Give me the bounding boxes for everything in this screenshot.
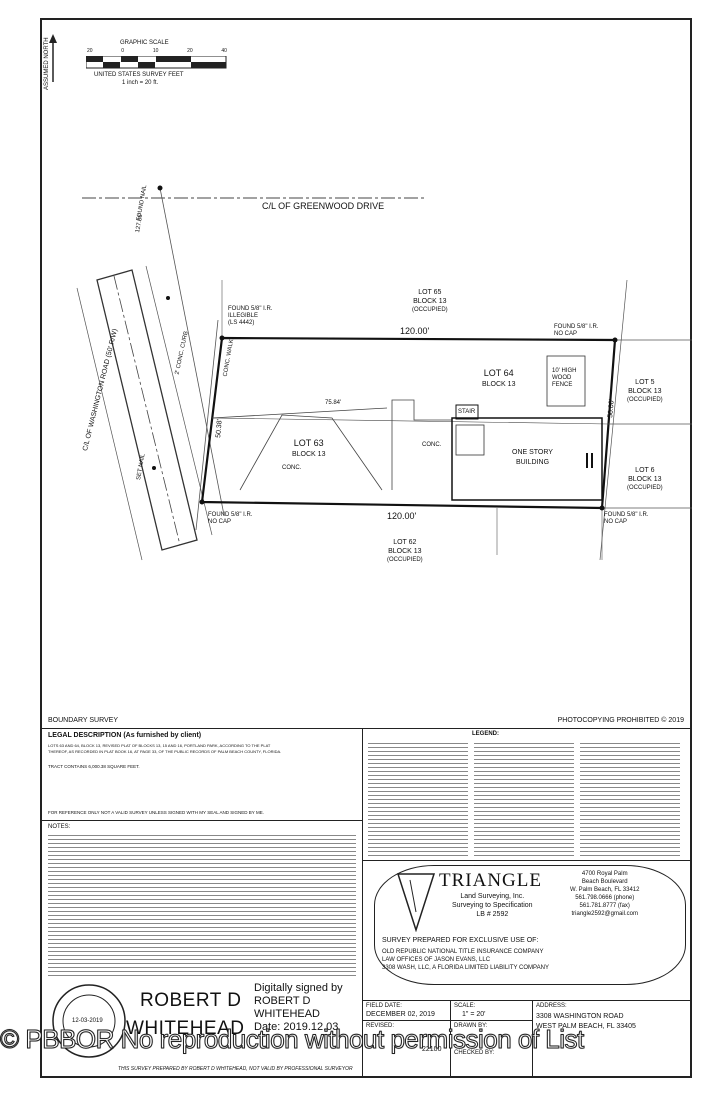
legend-column-3 bbox=[580, 740, 680, 856]
notes-text-block bbox=[48, 832, 356, 978]
company-name: TRIANGLE bbox=[439, 870, 542, 891]
title-block-divider bbox=[42, 728, 690, 729]
surveyor-name-line-2: WHITEHEAD bbox=[126, 1018, 245, 1039]
legend-heading: LEGEND: bbox=[472, 731, 499, 737]
surveyor-signature-box: 12-03-2019 ROBERT D WHITEHEAD Digitally … bbox=[48, 982, 360, 1076]
stair-label: STAIR bbox=[458, 409, 476, 415]
job-grid-v1 bbox=[450, 1000, 451, 1078]
field-date: DECEMBER 02, 2019 bbox=[366, 1011, 435, 1018]
surveyor-seal-icon bbox=[52, 984, 126, 1058]
prepared-for-heading: SURVEY PREPARED FOR EXCLUSIVE USE OF: bbox=[382, 937, 539, 944]
scale-value: 1" = 20' bbox=[462, 1011, 486, 1018]
company-subtitle: Land Surveying, Inc. Surveying to Specif… bbox=[452, 893, 533, 918]
scale-ratio-caption: 1 inch = 20 ft. bbox=[122, 80, 159, 86]
company-address: 4700 Royal Palm Beach Boulevard W. Palm … bbox=[570, 871, 640, 917]
surveyor-name-line-1: ROBERT D bbox=[140, 990, 242, 1011]
copyright-watermark: © PBBOR No reproduction without permissi… bbox=[0, 1024, 585, 1055]
tract-area: TRACT CONTAINS 6,000.38 SQUARE FEET. bbox=[48, 764, 140, 769]
scale-title: GRAPHIC SCALE bbox=[120, 40, 169, 46]
legend-column-2 bbox=[474, 740, 574, 856]
survey-plan bbox=[76, 185, 692, 561]
site-address: 3308 WASHINGTON ROAD WEST PALM BEACH, FL… bbox=[536, 1013, 636, 1030]
checked-by-label: CHECKED BY: bbox=[454, 1050, 495, 1056]
dimension-bottom: 120.00' bbox=[387, 511, 417, 521]
dimension-top: 120.00' bbox=[400, 326, 430, 336]
legal-heading: LEGAL DESCRIPTION (As furnished by clien… bbox=[48, 732, 202, 739]
site-address-label: ADDRESS: bbox=[536, 1003, 567, 1009]
legal-text-1: LOTS 63 AND 64, BLOCK 13, REVISED PLAT O… bbox=[48, 743, 271, 748]
found-bottom-left: FOUND 5/8" I.R.NO CAP bbox=[208, 512, 253, 525]
photocopy-notice: PHOTOCOPYING PROHIBITED © 2019 bbox=[557, 717, 684, 724]
drawn-by-label: DRAWN BY: bbox=[454, 1023, 488, 1029]
graphic-scale-bar bbox=[86, 56, 227, 69]
reference-note: FOR REFERENCE ONLY NOT A VALID SURVEY UN… bbox=[48, 810, 264, 815]
scale-unit-caption: UNITED STATES SURVEY FEET bbox=[94, 72, 184, 78]
found-top-right: FOUND 5/8" I.R.NO CAP bbox=[554, 324, 599, 337]
job-number: 22100 bbox=[422, 1046, 442, 1053]
field-date-label: FIELD DATE: bbox=[366, 1003, 402, 1009]
inner-dimension: 75.84' bbox=[325, 400, 342, 406]
concrete-label-1: CONC. bbox=[282, 465, 302, 471]
digital-signature: Digitally signed by ROBERT D WHITEHEAD D… bbox=[254, 982, 343, 1033]
job-grid-top bbox=[362, 1000, 690, 1001]
job-grid-mid bbox=[362, 1020, 532, 1021]
company-box bbox=[374, 865, 686, 985]
legend-divider bbox=[362, 860, 690, 861]
job-grid-v2 bbox=[532, 1000, 533, 1078]
scale-label: SCALE: bbox=[454, 1003, 476, 1009]
boundary-survey-title: BOUNDARY SURVEY bbox=[48, 717, 119, 724]
notes-heading: NOTES: bbox=[48, 824, 71, 830]
found-top-left: FOUND 5/8" I.R.ILLEGIBLE(LS 4442) bbox=[228, 306, 273, 326]
title-block-vdivider bbox=[362, 728, 363, 1078]
survey-disclaimer: THIS SURVEY PREPARED BY ROBERT D WHITEHE… bbox=[118, 1066, 353, 1072]
concrete-label-2: CONC. bbox=[422, 442, 442, 448]
legend-column-1 bbox=[368, 740, 468, 856]
legal-text-2: THEREOF, AS RECORDED IN PLAT BOOK 16, AT… bbox=[48, 749, 282, 754]
north-arrow-icon bbox=[49, 34, 57, 82]
prepared-for-lines: OLD REPUBLIC NATIONAL TITLE INSURANCE CO… bbox=[382, 949, 549, 971]
greenwood-label: C/L OF GREENWOOD DRIVE bbox=[262, 201, 385, 211]
found-bottom-right: FOUND 5/8" I.R.NO CAP bbox=[604, 512, 649, 525]
revised-label: REVISED: bbox=[366, 1023, 395, 1029]
seal-date: 12-03-2019 bbox=[72, 1018, 103, 1024]
triangle-logo-icon bbox=[396, 873, 436, 932]
notes-divider bbox=[42, 820, 362, 821]
